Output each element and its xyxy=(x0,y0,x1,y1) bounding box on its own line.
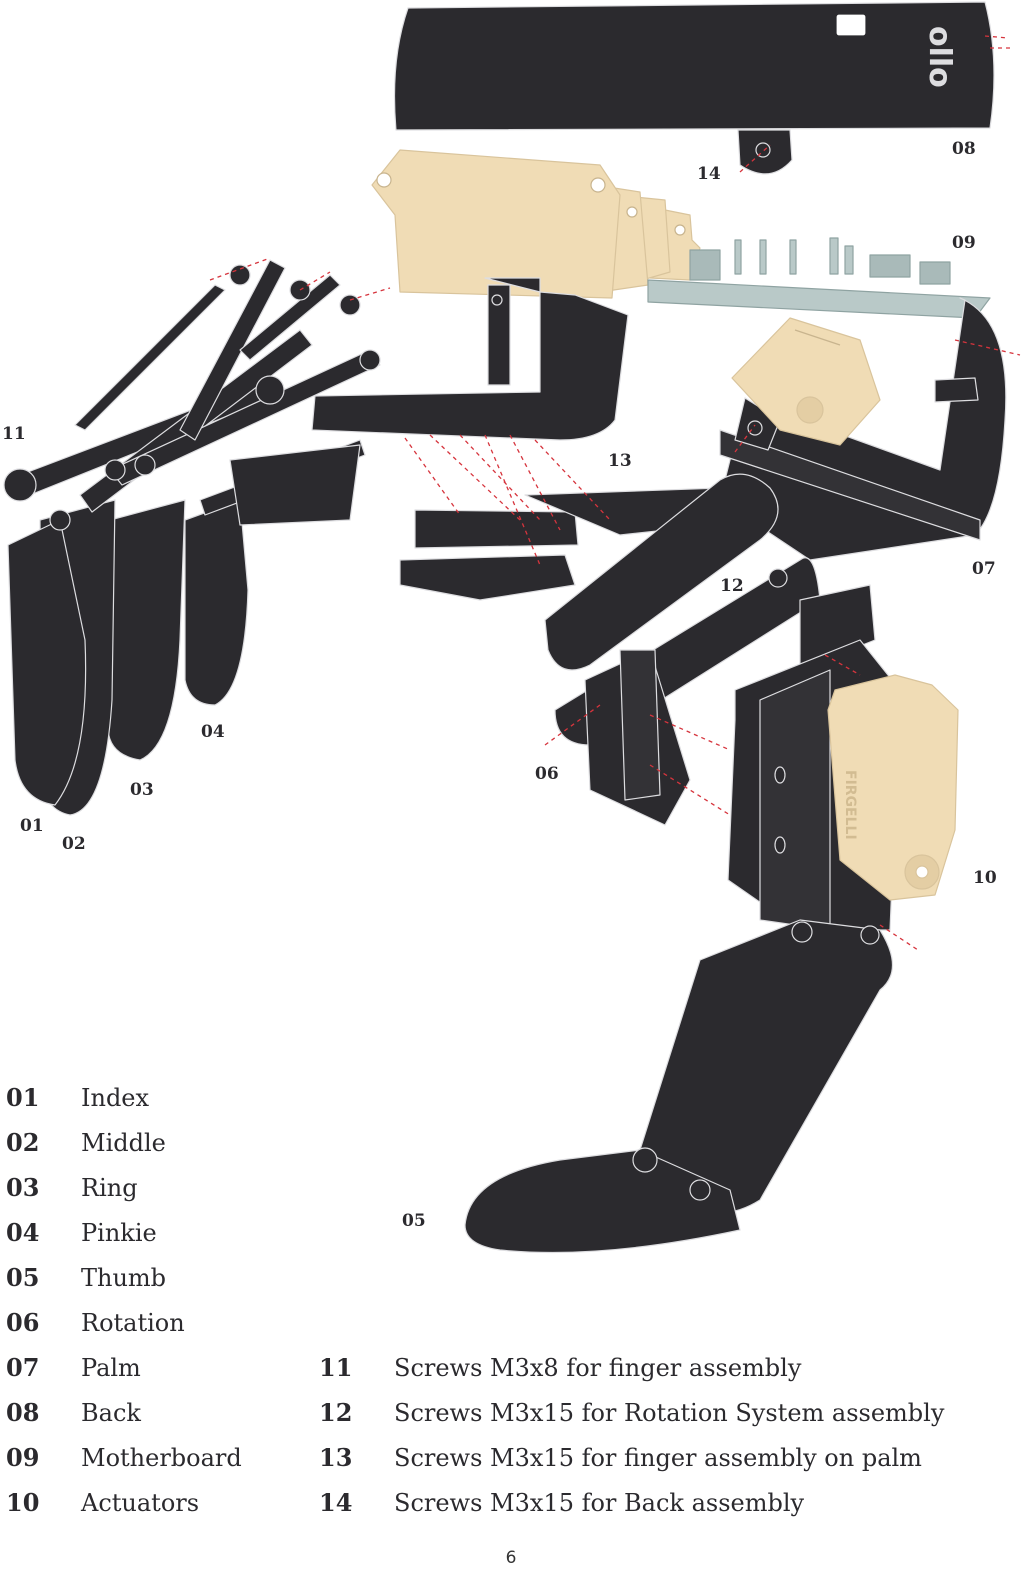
legend-number: 06 xyxy=(6,1308,40,1337)
legend-number: 10 xyxy=(6,1488,40,1517)
legend-label: Actuators xyxy=(81,1489,200,1517)
legend-label: Screws M3x8 for finger assembly xyxy=(394,1354,802,1382)
callout-11: 11 xyxy=(2,424,26,444)
callout-04: 04 xyxy=(201,722,225,742)
legend-number: 03 xyxy=(6,1173,40,1202)
legend-number: 07 xyxy=(6,1353,40,1382)
callout-12: 12 xyxy=(720,576,744,596)
motherboard xyxy=(647,237,991,319)
actuator-brand-text: FIRGELLI xyxy=(842,770,858,840)
legend-label: Palm xyxy=(81,1354,141,1382)
legend-number: 04 xyxy=(6,1218,40,1247)
palm-actuator xyxy=(731,317,881,446)
legend-number: 14 xyxy=(319,1488,353,1517)
callout-13: 13 xyxy=(608,451,632,471)
legend-number: 09 xyxy=(6,1443,40,1472)
back-logo-text: ollo xyxy=(922,26,957,88)
legend-number: 11 xyxy=(319,1353,353,1382)
back-shell: ollo xyxy=(393,1,995,175)
screw-guide-lines xyxy=(209,35,1021,951)
thumb-actuator: FIRGELLI xyxy=(827,674,959,901)
legend-label: Back xyxy=(81,1399,141,1427)
legend-number: 08 xyxy=(6,1398,40,1427)
legend-label: Pinkie xyxy=(81,1219,157,1247)
callout-09: 09 xyxy=(952,233,976,253)
finger-mount-bracket xyxy=(311,277,629,441)
legend-label: Thumb xyxy=(81,1264,167,1292)
thumb xyxy=(464,919,893,1254)
callout-08: 08 xyxy=(952,139,976,159)
legend-label: Screws M3x15 for finger assembly on palm xyxy=(394,1444,922,1472)
rotation-assembly xyxy=(544,473,876,826)
callout-10: 10 xyxy=(973,868,997,888)
legend-number: 01 xyxy=(6,1083,40,1112)
callout-14: 14 xyxy=(697,164,721,184)
page-number: 6 xyxy=(505,1548,517,1568)
finger-actuators xyxy=(371,149,701,299)
callout-07: 07 xyxy=(972,559,996,579)
legend-label: Middle xyxy=(81,1129,166,1157)
legend-number: 02 xyxy=(6,1128,40,1157)
callout-02: 02 xyxy=(62,834,86,854)
callout-05: 05 xyxy=(402,1211,426,1231)
legend-label: Motherboard xyxy=(81,1444,242,1472)
callout-06: 06 xyxy=(535,764,559,784)
legend-label: Screws M3x15 for Back assembly xyxy=(394,1489,805,1517)
callout-03: 03 xyxy=(130,780,154,800)
legend-label: Screws M3x15 for Rotation System assembl… xyxy=(394,1399,945,1427)
legend-number: 13 xyxy=(319,1443,353,1472)
fingers xyxy=(3,259,381,816)
legend-number: 05 xyxy=(6,1263,40,1292)
legend-label: Rotation xyxy=(81,1309,185,1337)
legend-number: 12 xyxy=(319,1398,353,1427)
legend-label: Ring xyxy=(81,1174,138,1202)
legend-label: Index xyxy=(81,1084,150,1112)
callout-01: 01 xyxy=(20,816,44,836)
